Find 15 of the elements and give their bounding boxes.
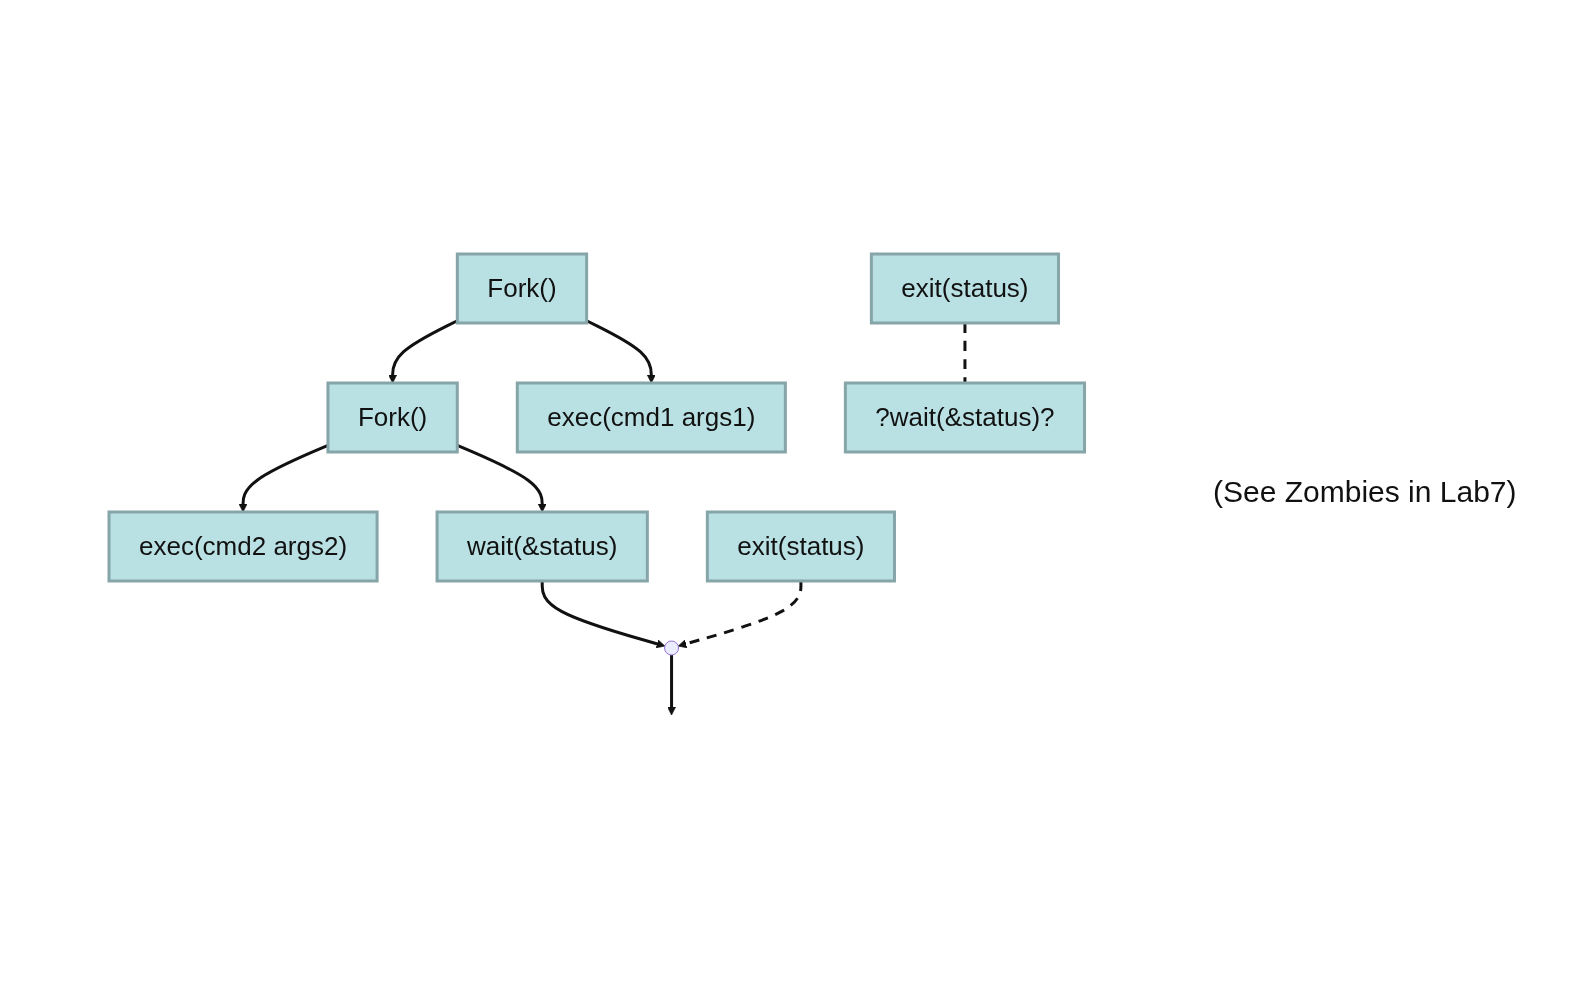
process-box: exit(status) [869,252,1060,325]
arrow [666,655,676,716]
process-box: exec(cmd1 args1) [515,381,787,454]
note: (See Zombies in Lab7) [1213,474,1518,509]
arrow [585,319,656,384]
connector [963,323,967,383]
arrow [677,581,803,649]
process-box: ?wait(&status)? [843,381,1086,454]
arrow [387,319,458,384]
process-box: Fork() [455,252,588,325]
arrow [540,581,665,649]
process-box: wait(&status) [435,510,649,583]
process-box: Fork() [326,381,459,454]
process-box: exit(status) [705,510,896,583]
process-box: exec(cmd2 args2) [107,510,379,583]
